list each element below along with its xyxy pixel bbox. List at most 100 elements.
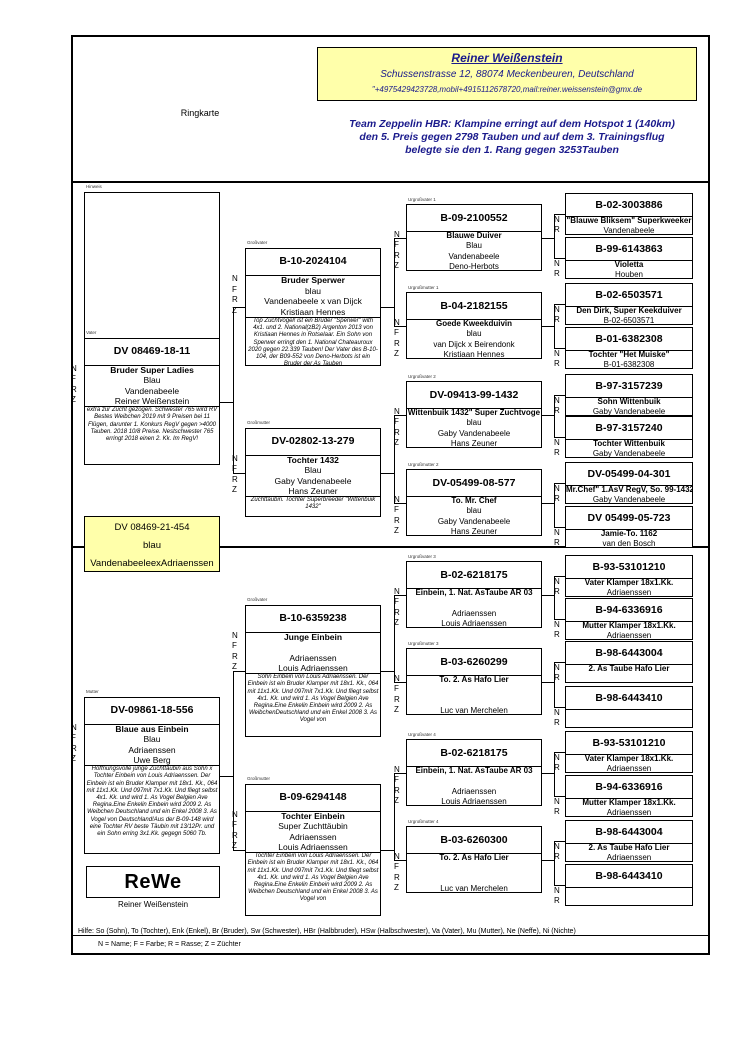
nfrz-label-f: F	[394, 775, 399, 785]
card-name: Einbein, 1. Nat. AsTaube AR 03	[415, 766, 533, 775]
tree-connector	[553, 483, 555, 503]
ring-number: B-09-2100552	[440, 212, 508, 224]
ring-divider	[566, 350, 692, 351]
tree-connector	[553, 841, 565, 842]
card-name: Goede Kweekduivin	[435, 319, 513, 328]
ring-divider	[407, 496, 541, 497]
ring-number: B-02-6218175	[440, 747, 508, 759]
tree-connector	[232, 850, 245, 852]
ring-number: B-02-6503571	[595, 289, 663, 301]
ring-divider	[85, 365, 219, 366]
nfrz-label-n: N	[554, 528, 560, 537]
nfrz-label-n: N	[554, 842, 560, 851]
tree-connector	[220, 401, 233, 403]
ring-divider	[566, 709, 692, 710]
card-note: Sohn Einbein von Louis Adriaenssen. Der …	[247, 674, 379, 724]
logo-box: ReWe	[86, 866, 220, 898]
nfrz-label-r: R	[232, 474, 238, 484]
tree-connector	[232, 472, 245, 474]
team-announcement: Team Zeppelin HBR: Klampine erringt auf …	[349, 118, 675, 156]
nfrz-label-f: F	[232, 284, 237, 294]
card-breed	[407, 874, 541, 884]
card-name: Mutter Klamper 18x1.Kk.	[582, 621, 676, 630]
tree-connector	[393, 414, 406, 416]
section-divider	[71, 546, 710, 548]
nfrz-label-n: N	[554, 349, 560, 358]
tree-connector	[553, 304, 555, 326]
nfrz-label-n: N	[554, 396, 560, 405]
ring-divider	[246, 275, 380, 276]
nfrz-label-r: R	[554, 406, 560, 415]
tree-connector	[553, 325, 555, 348]
tree-connector	[553, 214, 565, 215]
tree-connector	[232, 307, 234, 402]
card-name: Den Dirk, Super Keekduiver	[576, 306, 682, 315]
tree-connector	[220, 775, 233, 777]
tree-connector	[553, 214, 555, 238]
card-color: blau	[304, 285, 322, 296]
owner-name: Reiner Weißenstein	[451, 51, 563, 65]
tree-connector	[381, 472, 394, 474]
note-divider	[246, 673, 380, 675]
nfrz-label-z: Z	[232, 840, 237, 850]
nfrz-label-n: N	[554, 305, 560, 314]
tree-connector	[553, 502, 555, 527]
owner-header: Reiner Weißenstein Schussenstrasse 12, 8…	[317, 47, 697, 101]
card-breed: Adriaenssen	[606, 631, 652, 640]
card-name: 2. As Taube Hafo Lier	[588, 843, 670, 852]
tree-connector	[542, 414, 554, 416]
nfrz-label-n: N	[554, 708, 560, 717]
nfrz-label-r: R	[394, 872, 400, 882]
nfrz-label-n: N	[554, 797, 560, 806]
nfrz-label-r: R	[232, 651, 238, 661]
ring-divider	[566, 216, 692, 217]
card-color	[407, 598, 541, 608]
hinweis-box	[84, 192, 220, 342]
tree-connector	[393, 502, 406, 504]
tree-connector	[393, 772, 395, 851]
card-name: Mr.Chef" 1.AsV RegV, So. 99-1432	[566, 485, 692, 494]
ring-number: DV 08469-18-11	[113, 345, 191, 357]
card-name: Blaue aus Einbein	[115, 724, 189, 734]
tree-connector	[553, 619, 565, 620]
nfrz-label-f: F	[394, 597, 399, 607]
generation-label: Vater	[86, 330, 97, 335]
ring-divider	[566, 843, 692, 844]
nfrz-label-r: R	[554, 807, 560, 816]
nfrz-label-z: Z	[394, 795, 399, 805]
ring-divider	[566, 798, 692, 799]
nfrz-label-n: N	[554, 484, 560, 493]
nfrz-label-z: Z	[394, 260, 399, 270]
card-breed: Gaby Vandenabeele	[274, 475, 352, 486]
tree-connector	[553, 304, 565, 305]
main-pigeon-card: DV 08469-21-454 blau VandenabeeleexAdria…	[84, 516, 220, 572]
nfrz-label-z: Z	[71, 753, 76, 763]
tree-connector	[393, 237, 406, 239]
nfrz-label-r: R	[554, 852, 560, 861]
card-name	[566, 709, 692, 719]
nfrz-label-r: R	[71, 743, 77, 753]
ring-divider	[566, 397, 692, 398]
card-breed: Adriaenssen	[451, 608, 497, 618]
card-name: Tochter Wittenbuik	[593, 439, 665, 448]
tree-connector	[542, 502, 554, 504]
card-breed: Adriaenssen	[606, 764, 652, 773]
card-color: Blau	[304, 465, 322, 476]
ring-divider	[566, 621, 692, 622]
nfrz-label-f: F	[232, 641, 237, 651]
ring-number: B-93-53101210	[592, 561, 666, 573]
card-breed: Gaby Vandenabeele	[592, 495, 666, 504]
nfrz-label-n: N	[394, 230, 400, 239]
ring-divider	[407, 766, 541, 767]
nfrz-label-r: R	[232, 295, 238, 304]
ring-divider	[407, 588, 541, 589]
card-breeder: Luc van Merchelen	[440, 705, 508, 715]
ring-number: DV-09413-99-1432	[429, 389, 519, 401]
nfrz-label-z: Z	[394, 617, 399, 627]
nfrz-label-n: N	[394, 674, 400, 683]
